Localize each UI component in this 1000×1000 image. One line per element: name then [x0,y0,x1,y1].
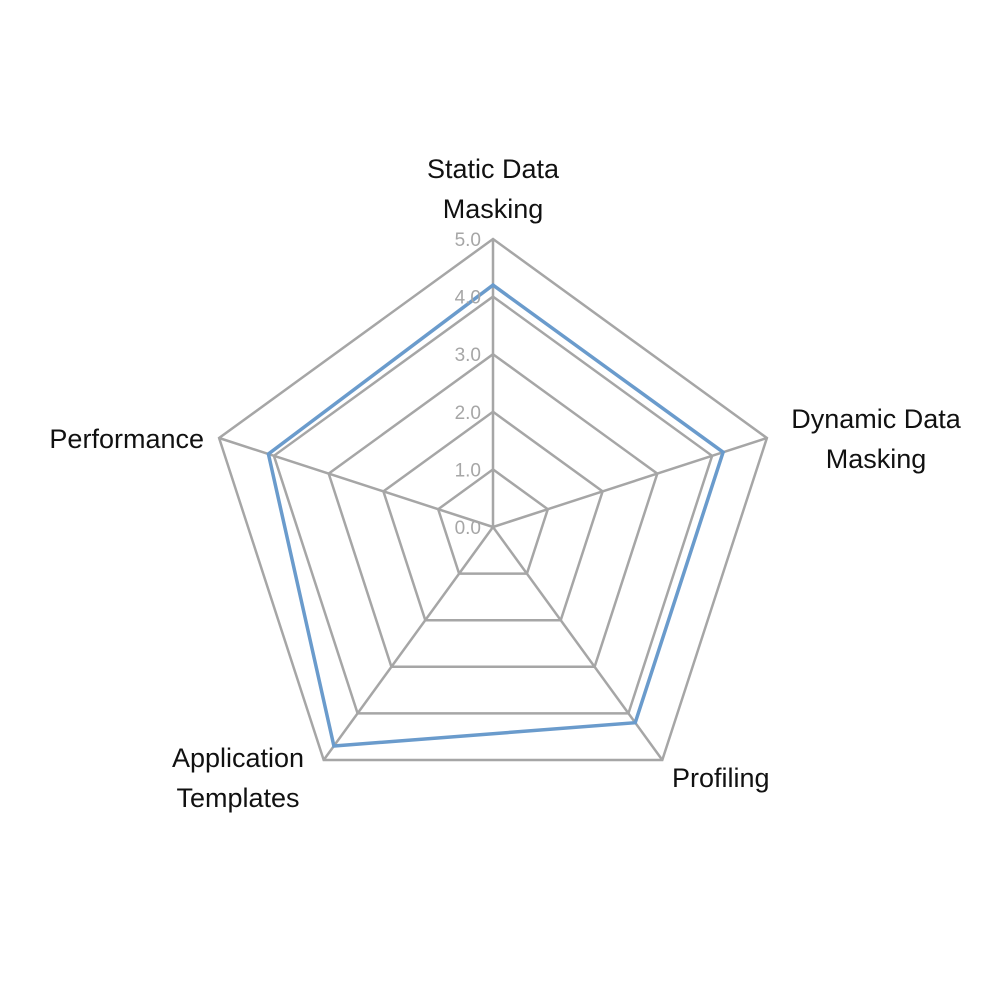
grid-ring-5 [217,237,769,762]
tick-label: 3.0 [455,345,481,366]
axis-label-4: Performance [49,424,204,454]
spoke-layer [218,239,768,761]
tick-label: 4.0 [455,288,481,309]
spoke-4 [218,436,494,529]
grid-ring-2 [381,410,605,622]
grid-ring-4 [272,295,714,715]
tick-label: 0.0 [455,518,481,539]
spoke-1 [492,436,768,529]
tick-layer: 0.0 1.0 2.0 3.0 4.0 5.0 [455,230,481,539]
grid-layer [217,237,769,762]
axis-label-2: Profiling [672,763,770,793]
tick-label: 1.0 [455,460,481,481]
series-line-0 [266,282,726,748]
grid-ring-1 [436,467,550,575]
grid-ring-3 [327,352,659,669]
spoke-2 [491,526,664,761]
spoke-3 [322,526,495,761]
series-layer [266,282,726,748]
tick-label: 2.0 [455,403,481,424]
tick-label: 5.0 [455,230,481,251]
